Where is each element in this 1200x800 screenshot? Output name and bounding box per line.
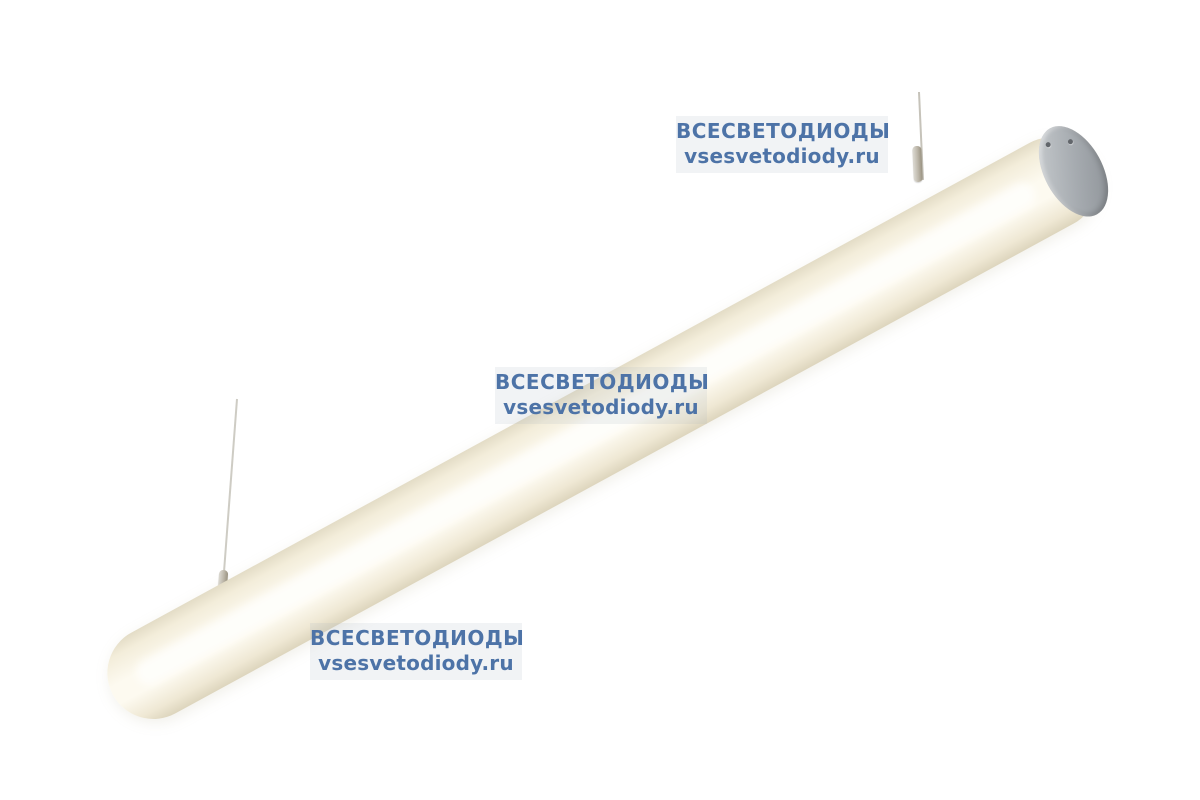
screw-icon bbox=[1067, 137, 1074, 145]
watermark: ВСЕСВЕТОДИОДЫ vsesvetodiody.ru bbox=[310, 623, 525, 680]
screw-icon bbox=[1045, 140, 1052, 148]
suspension-wire-left bbox=[221, 398, 238, 589]
watermark: ВСЕСВЕТОДИОДЫ vsesvetodiody.ru bbox=[495, 367, 710, 424]
led-tube bbox=[90, 114, 1123, 736]
watermark-brand: ВСЕСВЕТОДИОДЫ bbox=[676, 119, 891, 143]
tube-end-cap bbox=[1024, 114, 1123, 229]
wire-grip-right bbox=[912, 145, 923, 183]
watermark-brand: ВСЕСВЕТОДИОДЫ bbox=[310, 626, 525, 650]
watermark-brand: ВСЕСВЕТОДИОДЫ bbox=[495, 370, 710, 394]
watermark: ВСЕСВЕТОДИОДЫ vsesvetodiody.ru bbox=[676, 116, 891, 173]
watermark-url: vsesvetodiody.ru bbox=[503, 395, 699, 419]
watermark-url: vsesvetodiody.ru bbox=[684, 144, 880, 168]
tube-highlight bbox=[131, 178, 1040, 690]
watermark-url: vsesvetodiody.ru bbox=[318, 651, 514, 675]
